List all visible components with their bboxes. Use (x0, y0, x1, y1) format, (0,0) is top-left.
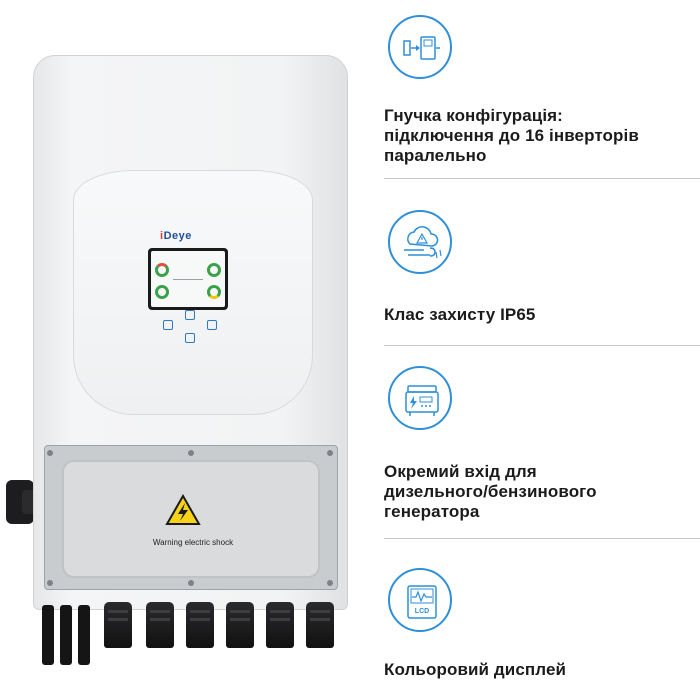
down-button-icon (185, 333, 195, 343)
lcd-display-icon: LCD (388, 568, 452, 632)
brand-logo: iDeye (160, 230, 192, 242)
cable-gland (146, 602, 174, 648)
up-button-icon (185, 310, 195, 320)
parallel-connection-icon (388, 15, 452, 79)
gauge-icon (207, 263, 221, 277)
cable-gland (104, 602, 132, 648)
lcd-caption: LCD (415, 608, 429, 615)
generator-icon (388, 366, 452, 430)
feature-title: Клас захисту IP65 (384, 305, 536, 324)
gauge-icon (155, 263, 169, 277)
enter-button-icon (207, 320, 217, 330)
inverter-screen (148, 248, 228, 310)
divider (384, 345, 700, 346)
feature-title: Окремий вхід для дизельного/бензинового … (384, 462, 597, 521)
weather-protection-icon (388, 210, 452, 274)
screw (188, 450, 194, 456)
feature-title: Кольоровий дисплей (384, 660, 567, 679)
warning-label: Warning electric shock (152, 538, 234, 547)
inverter-image: iDeye Warning electric shock (6, 55, 348, 665)
cable-gland (266, 602, 294, 648)
flow-line (173, 279, 203, 280)
divider (384, 178, 700, 179)
high-voltage-warning-icon (165, 494, 201, 525)
pv-connector (60, 605, 72, 665)
cable-gland (226, 602, 254, 648)
divider (384, 538, 700, 539)
esc-button-icon (163, 320, 173, 330)
screw (327, 580, 333, 586)
cable-gland (186, 602, 214, 648)
feature-title: Гнучка конфігурація: підключення до 16 і… (384, 106, 639, 165)
screw (47, 580, 53, 586)
pv-connector (42, 605, 54, 665)
pv-connector (78, 605, 90, 665)
cable-gland (306, 602, 334, 648)
dc-switch-knob (6, 480, 36, 524)
gauge-icon (207, 285, 221, 299)
screw (188, 580, 194, 586)
gauge-icon (155, 285, 169, 299)
screw (47, 450, 53, 456)
screw (327, 450, 333, 456)
